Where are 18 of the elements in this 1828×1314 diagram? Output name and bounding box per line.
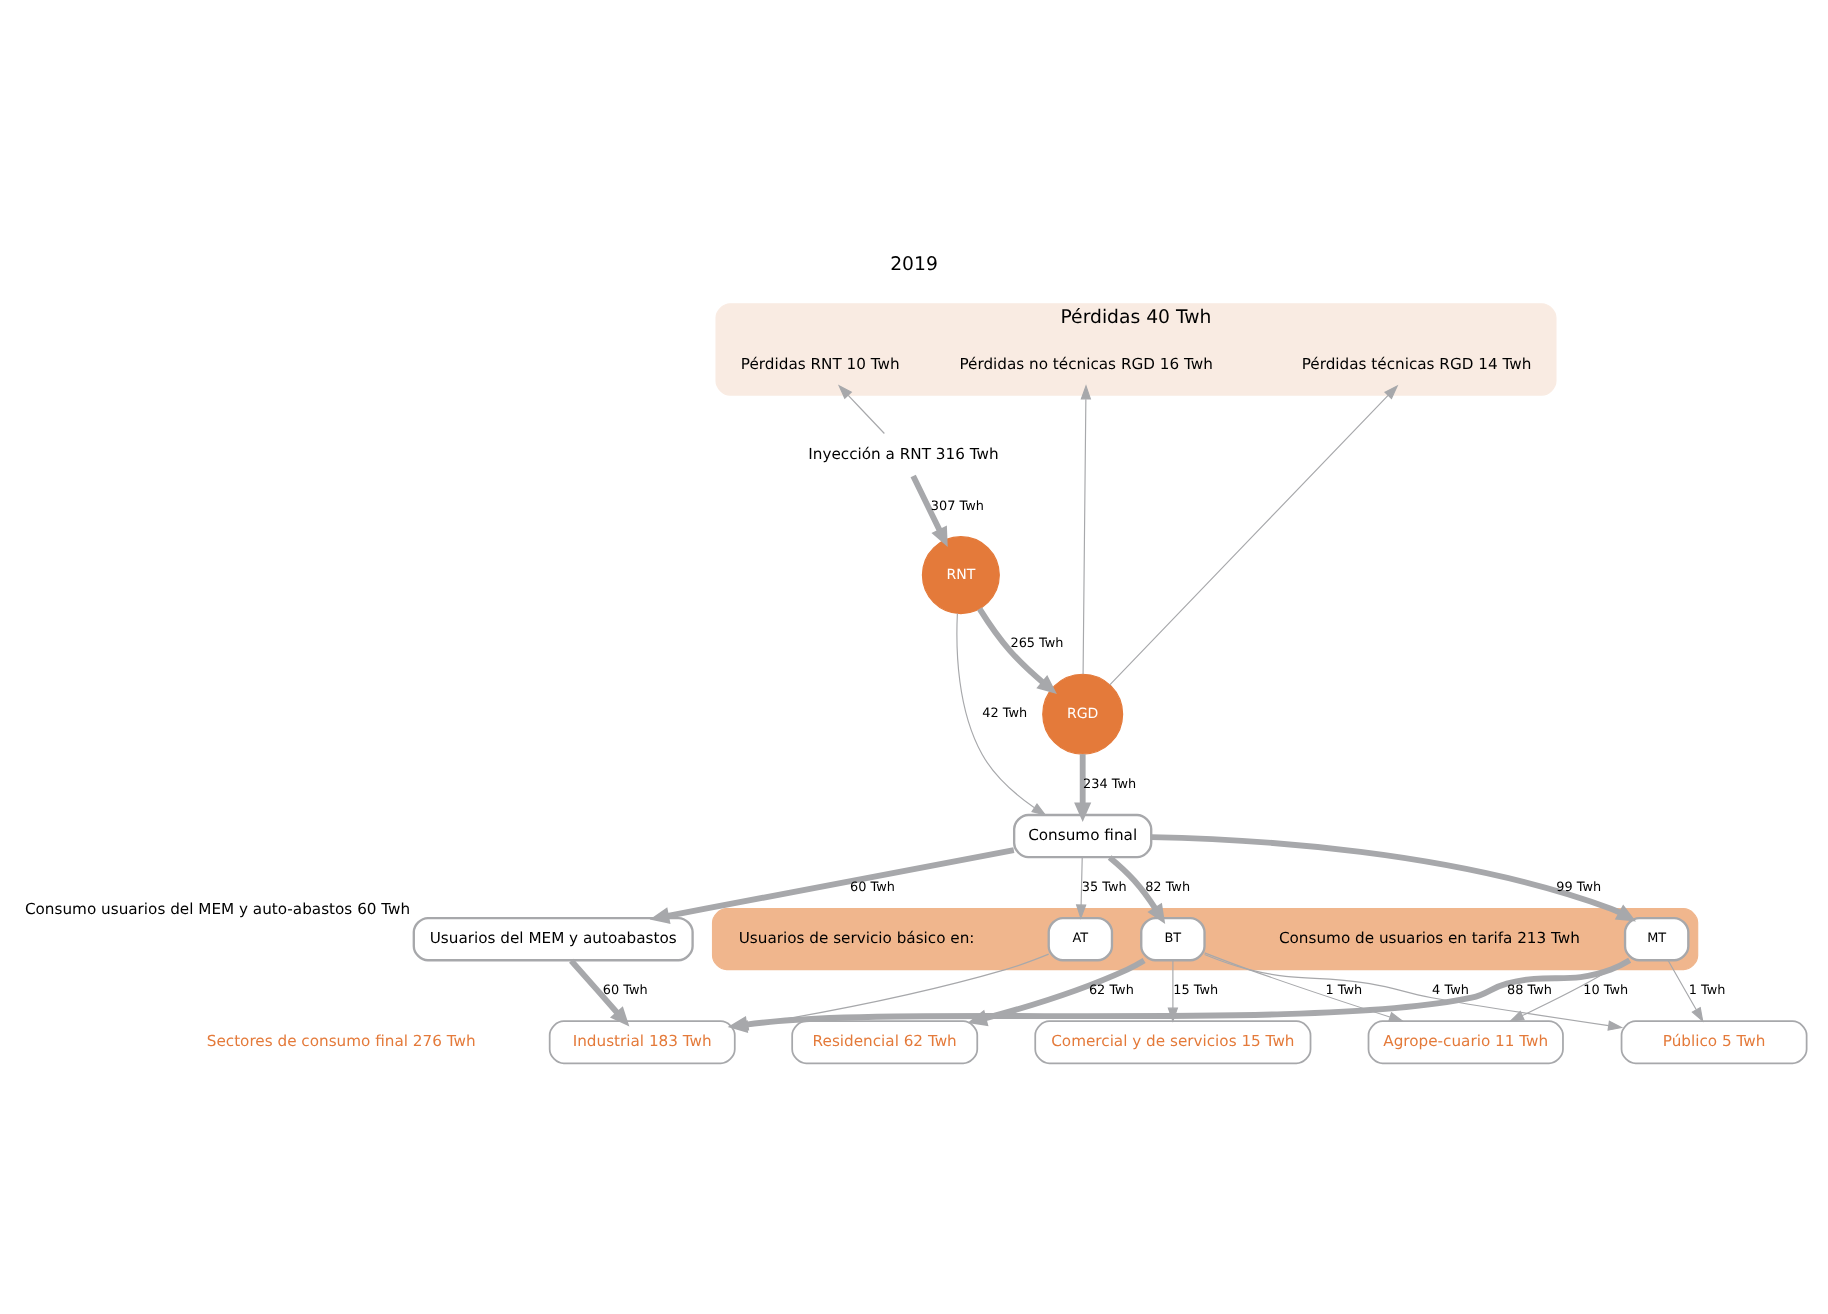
arrow [569,958,630,1027]
arrow [1667,960,1704,1023]
arrow [1204,952,1405,1022]
arrow [977,607,1057,694]
arrow [1074,754,1092,822]
diagram-title: 2019 [890,254,938,277]
arrow [1151,834,1637,922]
arrow [1075,857,1087,920]
arrow [1203,953,1624,1031]
arrow [967,958,1146,1027]
arrow [1167,960,1179,1023]
arrow [1080,384,1092,675]
arrow [837,384,885,435]
arrow [956,612,1047,816]
arrow [910,474,948,547]
arrow [649,847,1015,925]
arrow [1109,384,1399,686]
arrow [1107,855,1166,925]
